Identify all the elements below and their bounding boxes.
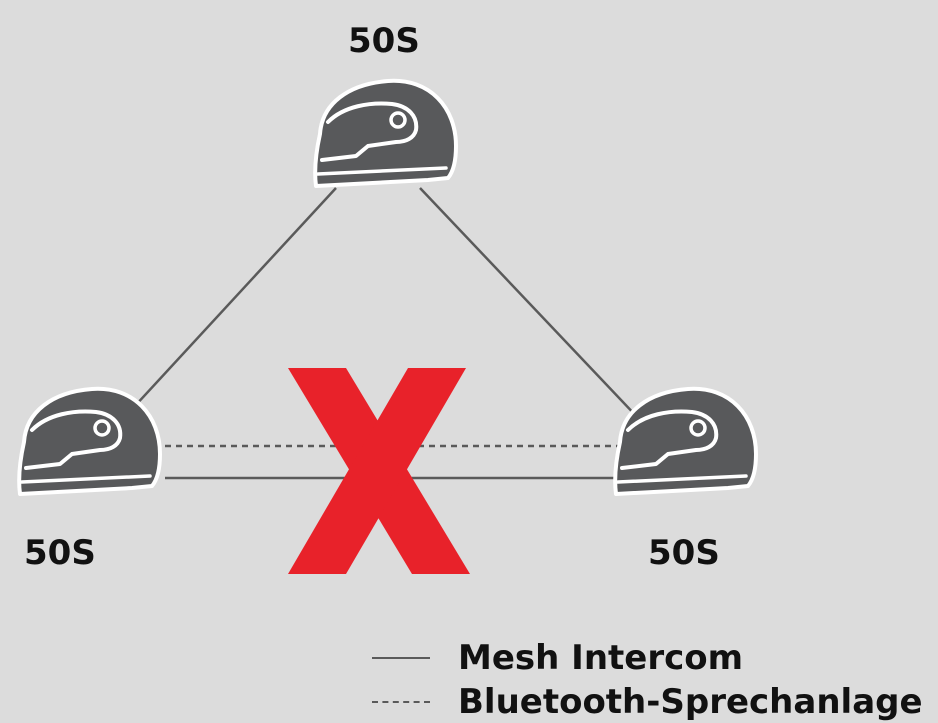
legend-label-mesh: Mesh Intercom — [458, 638, 744, 678]
node-label-top: 50S — [348, 21, 420, 61]
node-label-right: 50S — [648, 533, 720, 573]
solid-line-icon — [372, 657, 430, 659]
mesh-link-top-right — [419, 187, 641, 421]
helmet-icon — [613, 386, 758, 496]
dashed-line-icon — [372, 701, 430, 703]
legend-item-bluetooth: Bluetooth-Sprechanlage — [372, 682, 923, 722]
node-label-left: 50S — [24, 533, 96, 573]
helmet-icon — [17, 386, 162, 496]
mesh-link-top-left — [121, 187, 337, 421]
legend-label-bluetooth: Bluetooth-Sprechanlage — [458, 682, 923, 722]
legend-item-mesh: Mesh Intercom — [372, 638, 743, 678]
helmet-icon — [313, 78, 458, 188]
cross-icon — [288, 368, 470, 574]
